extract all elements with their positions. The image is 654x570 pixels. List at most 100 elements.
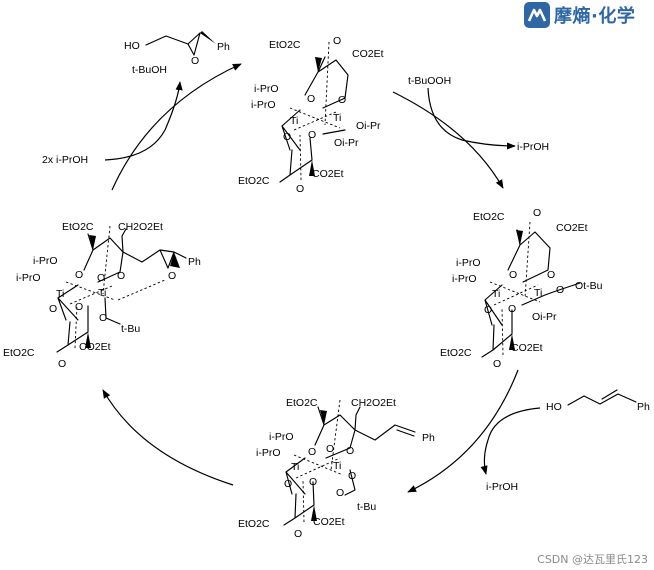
left-o4: O — [49, 303, 57, 315]
epoxide-ho-label: HO — [124, 40, 140, 52]
bottom-o1: O — [308, 446, 316, 458]
left-co2et-b-label: CO2Et — [79, 341, 111, 353]
top-oipr1-label: Oi-Pr — [356, 120, 381, 132]
right-o1: O — [533, 207, 541, 219]
top-complex: EtO2C CO2Et i-PrO i-PrO Ti Ti Oi-Pr Oi-P… — [238, 35, 384, 195]
bottom-ph-label: Ph — [422, 432, 435, 444]
bottom-o4: O — [284, 478, 292, 490]
ipr-oh-x2-label: 2x i-PrOH — [42, 154, 88, 166]
left-complex: EtO2C CH2O2Et Ph i-PrO i-PrO Ti Ti O t-B… — [3, 221, 201, 370]
left-o2: O — [97, 272, 105, 284]
arrow-top-to-right — [392, 91, 504, 189]
right-iPrO1-label: i-PrO — [456, 257, 481, 269]
bottom-iPrO2-label: i-PrO — [256, 447, 281, 459]
brand-mark-icon — [524, 2, 550, 28]
top-co2et-label: CO2Et — [352, 48, 384, 60]
right-o2: O — [509, 269, 517, 281]
right-otbu-label: Ot-Bu — [575, 280, 603, 292]
top-o6: O — [296, 183, 304, 195]
top-oipr2-label: Oi-Pr — [334, 137, 359, 149]
bottom-o6: O — [348, 470, 356, 482]
left-o5: O — [75, 301, 83, 313]
right-complex: EtO2C CO2Et i-PrO i-PrO Ti Ti O Ot-Bu Oi… — [440, 207, 603, 370]
bottom-eto2c-label: EtO2C — [286, 397, 318, 409]
right-o3: O — [547, 269, 555, 281]
top-o1: O — [333, 35, 341, 47]
ipr-oh-bottom-right-label: i-PrOH — [486, 481, 518, 493]
top-o2: O — [307, 93, 315, 105]
bottom-o2: O — [326, 443, 334, 455]
allylic-ph-label: Ph — [637, 401, 650, 413]
top-ti2-label: Ti — [333, 112, 341, 124]
right-co2et-b-label: CO2Et — [511, 342, 543, 354]
right-o6: O — [493, 358, 501, 370]
allylic-ho-label: HO — [546, 401, 562, 413]
reagent-labels: HO O Ph t-BuOH 2x i-PrOH t-BuOOH i-PrOH … — [42, 31, 650, 493]
tbuooh-label: t-BuOOH — [408, 75, 451, 87]
top-iPrO1-label: i-PrO — [254, 83, 279, 95]
tbuoh-label: t-BuOH — [132, 64, 167, 76]
top-ti1-label: Ti — [290, 115, 298, 127]
bottom-o-tbu-label: O — [336, 487, 344, 499]
arrow-bottom-to-left — [102, 389, 234, 486]
left-eto2c-label: EtO2C — [62, 221, 94, 233]
brand-logo: 摩熵·化学 — [524, 2, 635, 28]
allylic-alcohol-reagent: HO Ph — [546, 389, 650, 413]
arrow-left-to-top — [111, 63, 242, 191]
right-o-label: O — [556, 284, 564, 296]
brand-name: 摩熵·化学 — [554, 6, 636, 27]
top-o4: O — [283, 131, 291, 143]
right-co2et-label: CO2Et — [556, 222, 588, 234]
right-ti2-label: Ti — [534, 287, 542, 299]
bottom-ch2o2et-label: CH2O2Et — [351, 397, 396, 409]
bottom-eto2c-b-label: EtO2C — [238, 518, 270, 530]
left-ti1-label: Ti — [56, 288, 64, 300]
epoxide-o-label: O — [191, 55, 199, 67]
left-o6: O — [168, 270, 176, 282]
right-o4: O — [484, 304, 492, 316]
left-ph-label: Ph — [188, 256, 201, 268]
top-o3: O — [338, 94, 346, 106]
left-o1: O — [75, 269, 83, 281]
left-ti2-label: Ti — [98, 287, 106, 299]
arrow-allylic-in — [487, 407, 541, 441]
left-o3: O — [117, 270, 125, 282]
bottom-ti1-label: Ti — [291, 461, 299, 473]
left-iPrO1-label: i-PrO — [33, 255, 58, 267]
ipr-oh-top-right-label: i-PrOH — [517, 141, 549, 153]
cycle-arrows — [102, 63, 519, 493]
right-oipr-label: Oi-Pr — [532, 311, 557, 323]
arrow-ipr-oh-out-top — [461, 139, 516, 150]
right-o5: O — [508, 303, 516, 315]
bottom-o3: O — [346, 445, 354, 457]
top-eto2c-label: EtO2C — [269, 39, 301, 51]
left-o7: O — [58, 358, 66, 370]
side-arrows — [104, 81, 541, 475]
arrow-ipr-oh-in — [104, 129, 166, 161]
top-eto2c-b-label: EtO2C — [238, 175, 270, 187]
arrow-tbuoh-out — [164, 81, 183, 131]
top-o5: O — [308, 129, 316, 141]
right-iPrO2-label: i-PrO — [452, 273, 477, 285]
left-ch2o2et-label: CH2O2Et — [118, 221, 163, 233]
arrow-ipr-oh-out-bottom — [480, 439, 489, 475]
right-eto2c-label: EtO2C — [473, 211, 505, 223]
bottom-o7: O — [294, 528, 302, 540]
left-o-tbu-label: O — [99, 312, 107, 324]
bottom-o5: O — [309, 476, 317, 488]
left-iPrO2-label: i-PrO — [16, 272, 41, 284]
epoxide-ph-label: Ph — [217, 41, 230, 53]
right-eto2c-b-label: EtO2C — [440, 347, 472, 359]
bottom-iPrO1-label: i-PrO — [269, 431, 294, 443]
arrow-right-to-bottom — [407, 369, 519, 493]
right-ti1-label: Ti — [492, 288, 500, 300]
watermark-credit: CSDN @达瓦里氏123 — [537, 553, 648, 566]
bottom-co2et-b-label: CO2Et — [313, 516, 345, 528]
top-iPrO2-label: i-PrO — [251, 99, 276, 111]
left-eto2c-b-label: EtO2C — [3, 347, 35, 359]
top-co2et-b-label: CO2Et — [312, 168, 344, 180]
bottom-complex: EtO2C CH2O2Et Ph i-PrO i-PrO Ti Ti O t-B… — [238, 397, 435, 540]
bottom-ti2-label: Ti — [333, 460, 341, 472]
left-tbu-label: t-Bu — [121, 323, 140, 335]
